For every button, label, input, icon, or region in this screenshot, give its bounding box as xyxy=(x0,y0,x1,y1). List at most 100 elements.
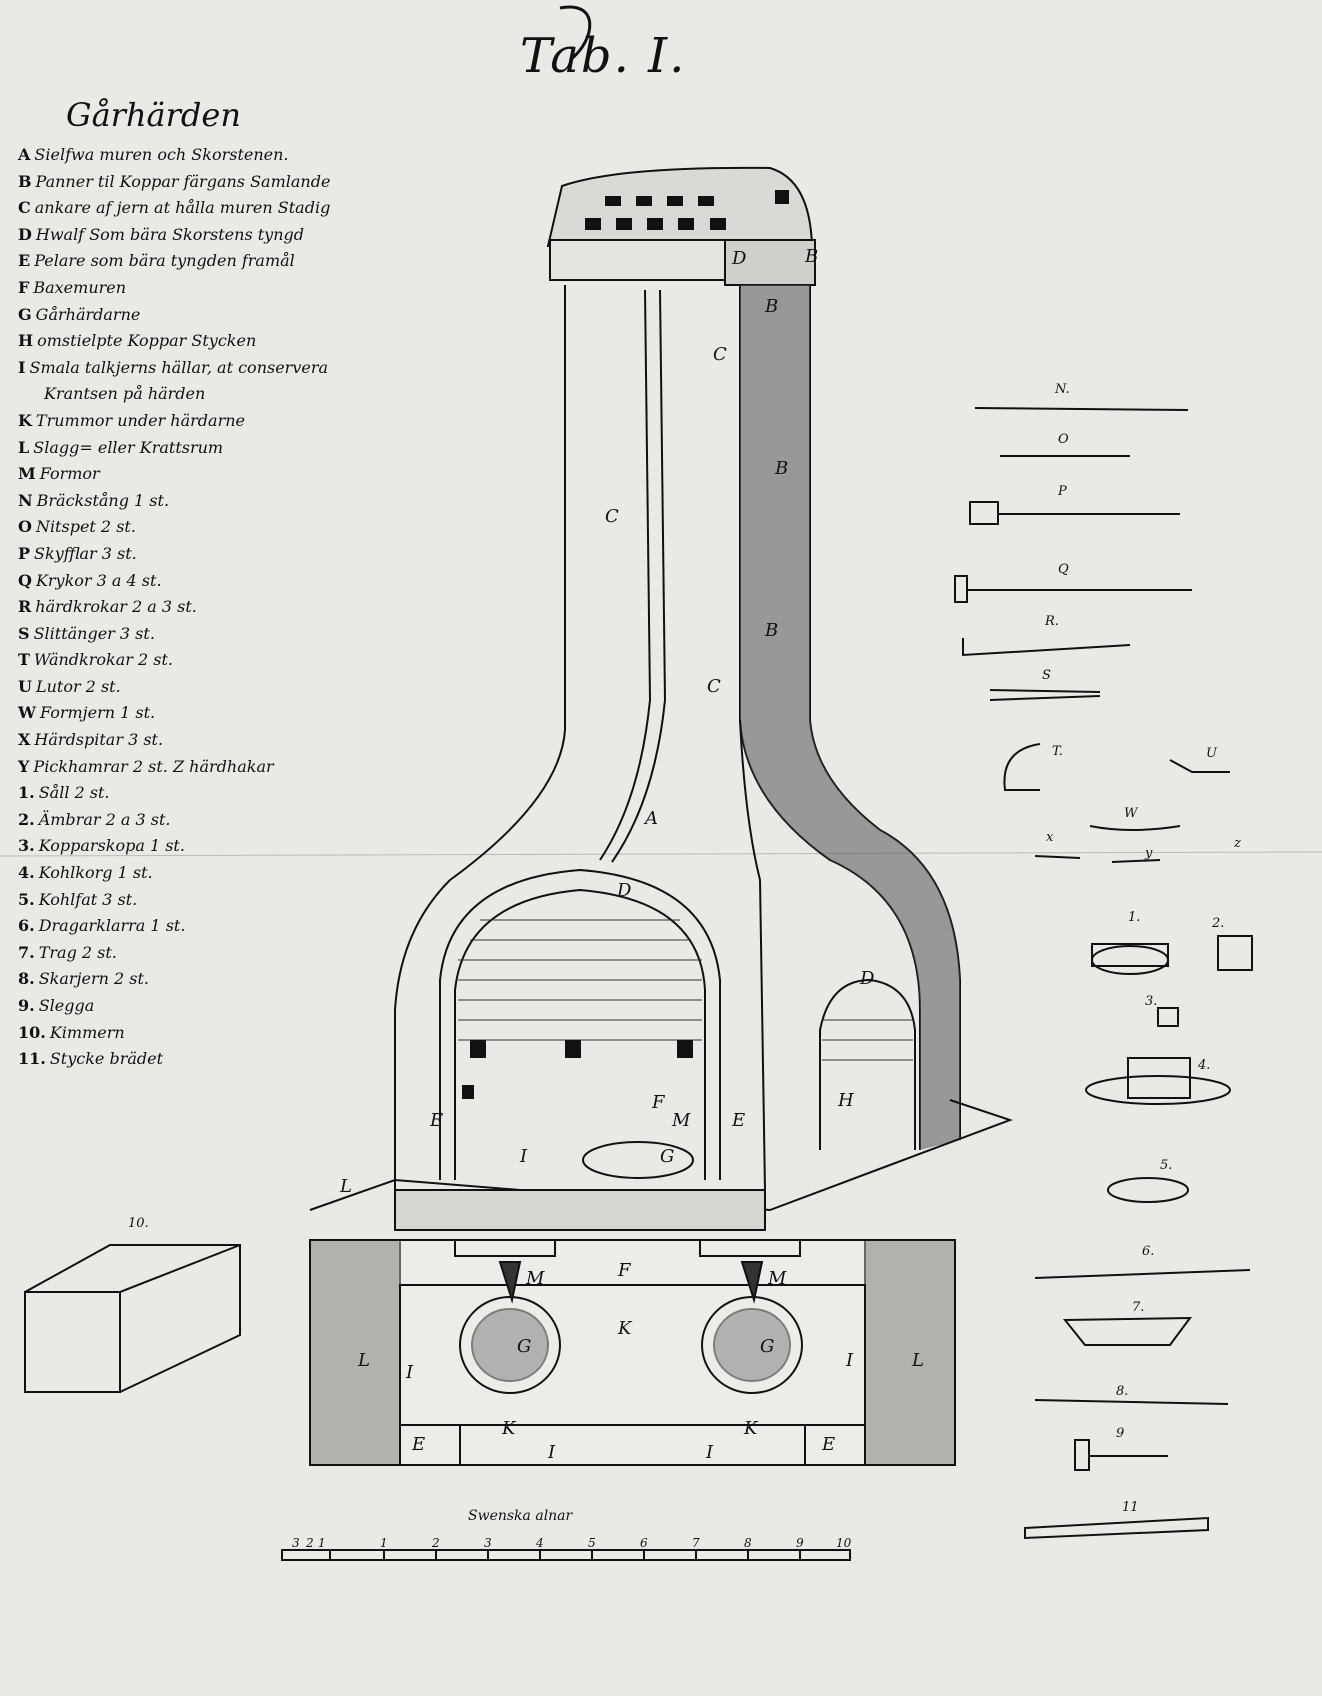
tool-label-2: 2. xyxy=(1212,916,1225,931)
tool-label-n: N. xyxy=(1055,382,1070,397)
tool-label-x: x xyxy=(1046,830,1054,845)
legend-item: Krantsen på härden xyxy=(44,384,206,404)
legend-item: 4.Kohlkorg 1 st. xyxy=(18,863,153,883)
legend-item: 11.Stycke brädet xyxy=(18,1049,164,1069)
scale-title: Swenska alnar xyxy=(468,1508,573,1524)
legend-item: 3.Kopparskopa 1 st. xyxy=(18,836,185,856)
scale-tick: 8 xyxy=(744,1536,752,1550)
plan-label-m: M xyxy=(526,1268,545,1289)
scale-tick: 1 xyxy=(380,1536,388,1550)
tool-label-1: 1. xyxy=(1128,910,1141,925)
tool-label-11: 11 xyxy=(1122,1500,1139,1515)
plan-label-f: F xyxy=(618,1260,631,1281)
figure-label-b: B xyxy=(775,458,789,479)
scale-tick: 10 xyxy=(836,1536,852,1550)
plan-label-l: L xyxy=(912,1350,924,1371)
plan-label-g: G xyxy=(760,1336,775,1357)
tool-label-3: 3. xyxy=(1145,994,1158,1009)
figure-label-c: C xyxy=(713,344,727,365)
tool-label-4: 4. xyxy=(1198,1058,1211,1073)
scale-tick: 5 xyxy=(588,1536,596,1550)
tool-label-u: U xyxy=(1206,746,1217,761)
tool-label-9: 9 xyxy=(1116,1426,1125,1441)
plan-label-k: K xyxy=(618,1318,632,1339)
figure-label-d: D xyxy=(860,968,875,989)
tool-label-o: O xyxy=(1058,432,1069,447)
scale-tick: 4 xyxy=(536,1536,544,1550)
legend-item: 10.Kimmern xyxy=(18,1022,125,1042)
scale-tick: 6 xyxy=(640,1536,648,1550)
plan-label-i: I xyxy=(706,1442,714,1463)
figure-label-i: I xyxy=(520,1146,528,1167)
figure-label-l: L xyxy=(340,1176,352,1197)
figure-label-d: D xyxy=(732,248,747,269)
scale-tick: 2 xyxy=(432,1536,440,1550)
figure-label-e: E xyxy=(430,1110,444,1131)
legend-item: 6.Dragarklarra 1 st. xyxy=(18,916,186,936)
scale-tick: 7 xyxy=(692,1536,700,1550)
tool-label-6: 6. xyxy=(1142,1244,1155,1259)
tool-label-s: S xyxy=(1042,668,1051,683)
tool-label-z: z xyxy=(1234,836,1241,851)
figure-label-c: C xyxy=(707,676,721,697)
tool-label-5: 5. xyxy=(1160,1158,1173,1173)
figure-label-c: C xyxy=(605,506,619,527)
plan-label-k: K xyxy=(744,1418,758,1439)
legend-item: 9.Slegga xyxy=(18,996,95,1015)
plan-label-i: I xyxy=(548,1442,556,1463)
plan-label-i: I xyxy=(846,1350,854,1371)
plan-label-i: I xyxy=(406,1362,414,1383)
legend-item: 1.Såll 2 st. xyxy=(18,783,110,803)
figure-label-b: B xyxy=(765,620,779,641)
tool-label-8: 8. xyxy=(1116,1384,1129,1399)
tool-label-p: P xyxy=(1058,484,1067,499)
figure-label-f: F xyxy=(652,1092,665,1113)
figure-label-d: D xyxy=(617,880,632,901)
tool-label-w: W xyxy=(1124,806,1138,821)
legend-item: 8.Skarjern 2 st. xyxy=(18,969,150,989)
scale-tick: 2 xyxy=(306,1536,314,1550)
tool-label-7: 7. xyxy=(1132,1300,1145,1315)
plan-label-e: E xyxy=(822,1434,836,1455)
figure-label-e: E xyxy=(732,1110,746,1131)
tool-label-q: Q xyxy=(1058,562,1069,577)
figure-label-a: A xyxy=(645,808,658,829)
scale-tick: 1 xyxy=(318,1536,326,1550)
plan-label-k: K xyxy=(502,1418,516,1439)
plate-title: Tab. I. xyxy=(520,28,687,84)
plan-label-m: M xyxy=(768,1268,787,1289)
tool-label-y: y xyxy=(1145,846,1153,861)
legend-title: Gårhärden xyxy=(66,96,241,134)
scale-tick: 3 xyxy=(292,1536,300,1550)
legend-item: 7.Trag 2 st. xyxy=(18,942,117,962)
legend-item: 2.Ämbrar 2 a 3 st. xyxy=(18,809,171,829)
figure-label-b: B xyxy=(765,296,779,317)
plan-label-l: L xyxy=(358,1350,370,1371)
figure-label-g: G xyxy=(660,1146,675,1167)
plan-label-g: G xyxy=(517,1336,532,1357)
tool-label-r: R. xyxy=(1045,614,1059,629)
figure-label-b: B xyxy=(805,246,819,267)
